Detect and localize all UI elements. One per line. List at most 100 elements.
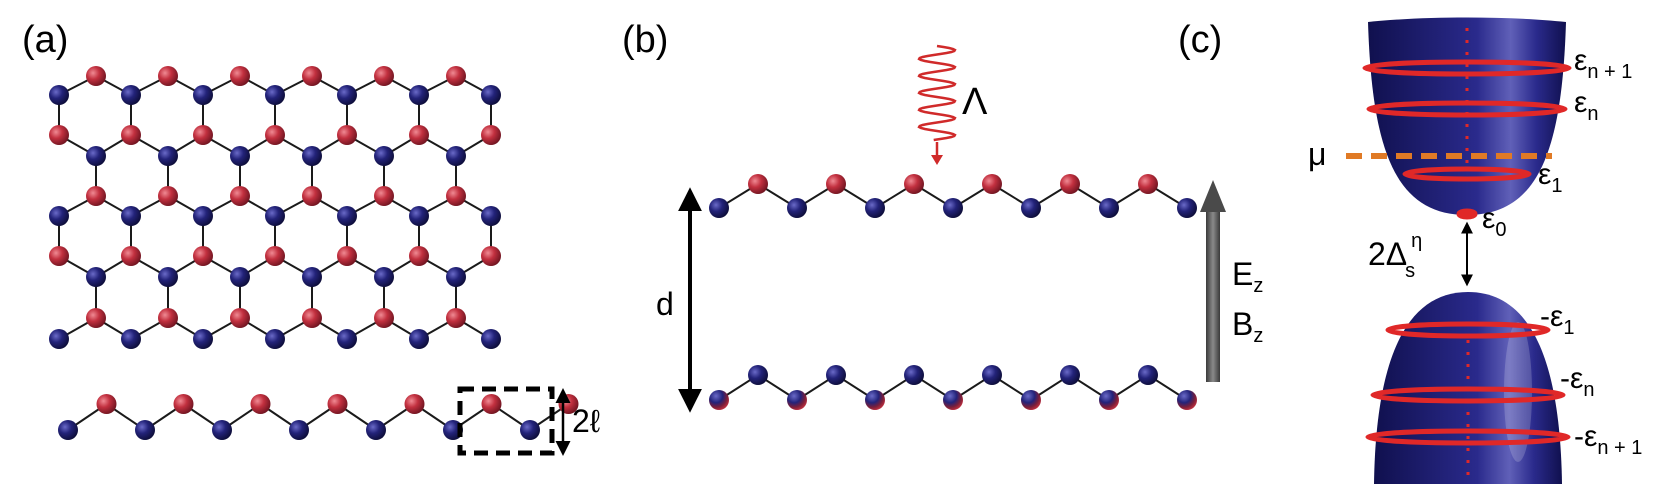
atom-a — [49, 125, 69, 145]
lower-level-label: -εn — [1560, 362, 1595, 401]
atom-a — [173, 394, 194, 414]
atom-b — [481, 85, 501, 105]
atom-b — [709, 198, 729, 218]
atom-b — [49, 329, 69, 349]
atom-a — [982, 365, 1002, 385]
atom-b — [1021, 390, 1041, 410]
buckling-height-marker — [457, 386, 571, 456]
atom-a — [481, 125, 501, 145]
atom-a — [904, 174, 924, 194]
atom-b — [865, 390, 885, 410]
atom-b — [1177, 390, 1197, 410]
atom-b — [86, 267, 106, 287]
upper-level-label: ε0 — [1482, 202, 1507, 241]
atom-b — [86, 146, 106, 166]
atom-b — [520, 420, 540, 440]
upper-level-label: εn + 1 — [1574, 44, 1632, 83]
atom-b — [230, 146, 250, 166]
atom-a — [1138, 174, 1158, 194]
atom-a — [374, 186, 394, 206]
atom-a — [374, 308, 394, 328]
atom-a — [404, 394, 425, 414]
lower-level-label: -εn + 1 — [1574, 420, 1642, 459]
atom-b — [337, 85, 357, 105]
atom-b — [374, 146, 394, 166]
atom-b — [121, 206, 141, 226]
atom-b — [193, 206, 213, 226]
atom-b — [289, 420, 309, 440]
atom-b — [1099, 198, 1119, 218]
atom-a — [302, 66, 322, 86]
atom-a — [904, 365, 924, 385]
atom-b — [49, 206, 69, 226]
separation-label: d — [656, 286, 674, 322]
atom-b — [409, 85, 429, 105]
atom-b — [943, 198, 963, 218]
atom-a — [374, 66, 394, 86]
light-label: Λ — [962, 81, 988, 123]
atom-a — [230, 66, 250, 86]
atom-b — [121, 329, 141, 349]
atom-a — [446, 308, 466, 328]
atom-a — [230, 186, 250, 206]
atom-b — [265, 329, 285, 349]
atom-a — [86, 308, 106, 328]
atom-a — [446, 186, 466, 206]
panel-b-label: (b) — [622, 19, 668, 61]
atom-b — [481, 206, 501, 226]
field-arrow — [1200, 180, 1226, 382]
atom-b — [121, 85, 141, 105]
atom-a — [302, 186, 322, 206]
atom-a — [158, 66, 178, 86]
atom-a — [250, 394, 271, 414]
atom-b — [302, 267, 322, 287]
atom-b — [265, 206, 285, 226]
atom-b — [158, 146, 178, 166]
atom-b — [302, 146, 322, 166]
atom-a — [193, 246, 213, 266]
panel-a-label: (a) — [22, 19, 68, 61]
atom-b — [212, 420, 232, 440]
atom-b — [1177, 198, 1197, 218]
center-dotted-line — [1465, 28, 1470, 484]
electric-field-label: Ez — [1232, 256, 1263, 297]
atom-b — [265, 85, 285, 105]
atom-a — [158, 186, 178, 206]
atom-b — [158, 267, 178, 287]
atom-a — [158, 308, 178, 328]
atom-b — [193, 329, 213, 349]
buckled-chain-side-view — [58, 394, 579, 440]
atom-b — [787, 390, 807, 410]
atom-a — [86, 66, 106, 86]
upper-layer-chain — [709, 174, 1197, 218]
atom-a — [481, 394, 502, 414]
atom-a — [826, 174, 846, 194]
honeycomb-lattice — [49, 66, 501, 349]
atom-a — [121, 246, 141, 266]
atom-b — [58, 420, 78, 440]
atom-b — [446, 146, 466, 166]
atom-a — [1138, 365, 1158, 385]
atom-b — [374, 267, 394, 287]
lower-level-label: -ε1 — [1540, 300, 1575, 339]
atom-a — [302, 308, 322, 328]
light-wave-icon — [917, 44, 957, 165]
atom-b — [446, 267, 466, 287]
upper-level-label: εn — [1574, 86, 1599, 125]
atom-a — [86, 186, 106, 206]
atom-b — [1021, 198, 1041, 218]
gap-label: 2Δsη — [1368, 230, 1422, 282]
atom-a — [337, 246, 357, 266]
atom-a — [409, 246, 429, 266]
atom-a — [121, 125, 141, 145]
atom-b — [337, 206, 357, 226]
atom-b — [135, 420, 155, 440]
atom-b — [409, 329, 429, 349]
atom-b — [481, 329, 501, 349]
atom-a — [1060, 365, 1080, 385]
atom-a — [327, 394, 348, 414]
atom-a — [230, 308, 250, 328]
atom-a — [265, 125, 285, 145]
atom-a — [748, 365, 768, 385]
